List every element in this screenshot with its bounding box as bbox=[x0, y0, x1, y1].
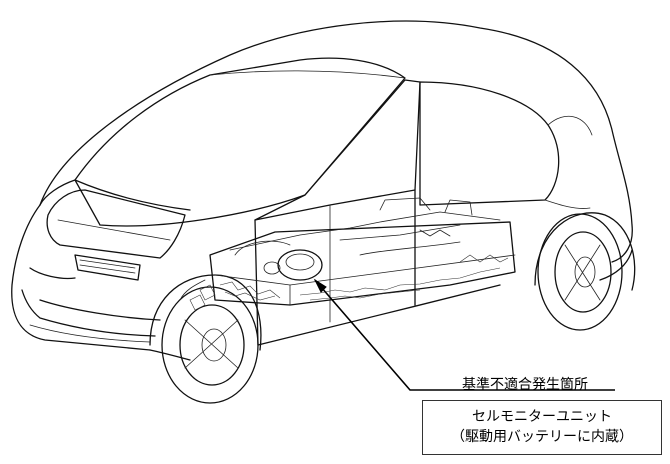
component-name: セルモニターユニット bbox=[472, 409, 612, 425]
component-callout-box: セルモニターユニット （駆動用バッテリーに内蔵） bbox=[422, 400, 662, 455]
leader-line bbox=[313, 278, 615, 391]
defect-location-label: 基準不適合発生箇所 bbox=[462, 377, 588, 393]
car-body-outline bbox=[11, 20, 633, 361]
front-wheel bbox=[149, 274, 262, 404]
windshield bbox=[74, 57, 406, 227]
front-face bbox=[21, 179, 191, 343]
rear-wheel bbox=[534, 212, 636, 331]
component-note: （駆動用バッテリーに内蔵） bbox=[451, 429, 633, 445]
side-windows bbox=[254, 79, 593, 221]
drive-battery-pack bbox=[179, 197, 516, 311]
doors bbox=[254, 189, 416, 346]
